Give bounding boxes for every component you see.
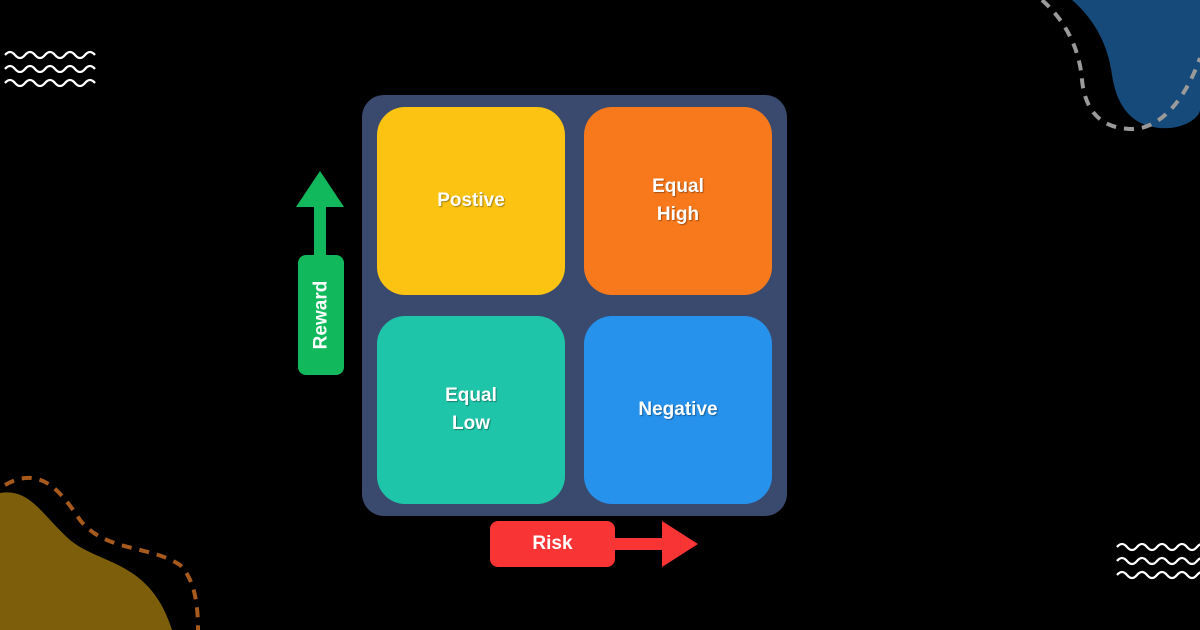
quadrant-negative: Negative <box>584 316 772 504</box>
quadrant-equal-low: Equal Low <box>377 316 565 504</box>
dashed-curve-bottom-left <box>4 475 200 630</box>
quadrant-positive: Postive <box>377 107 565 295</box>
x-axis-label: Risk <box>490 521 615 567</box>
blob-top-right <box>1072 0 1200 129</box>
arrow-right-icon <box>612 521 698 567</box>
quadrant-label: Negative <box>638 399 718 420</box>
x-axis-label-text: Risk <box>532 533 573 554</box>
arrow-up-icon <box>296 171 344 257</box>
quadrant-label: Equal High <box>652 176 704 225</box>
blob-bottom-left <box>0 492 172 630</box>
dashed-curve-top-right <box>1040 0 1200 132</box>
wave-lines-icon <box>4 50 96 88</box>
quadrant-label: Equal Low <box>445 385 497 434</box>
quadrant-label: Postive <box>437 190 505 211</box>
y-axis-label-text: Reward <box>310 280 332 350</box>
y-axis-label: Reward <box>298 255 344 375</box>
quadrant-equal-high: Equal High <box>584 107 772 295</box>
wave-lines-icon <box>1116 542 1200 580</box>
matrix-panel: Postive Equal High Equal Low Negative <box>362 95 787 516</box>
